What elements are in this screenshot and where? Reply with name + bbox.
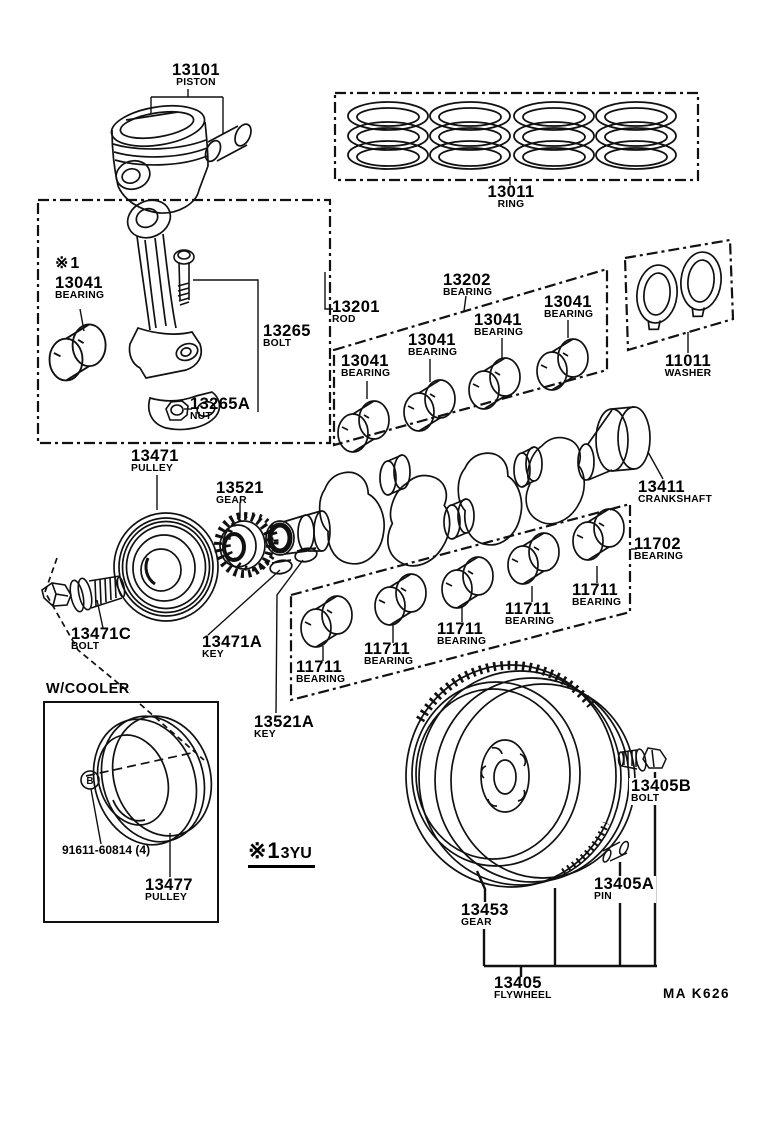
ring-gear-teeth [416, 660, 595, 723]
piston-drawing [110, 104, 209, 214]
label-piston: 13101 PISTON [172, 61, 220, 89]
label-pulley-bolt: 13471C BOLT [71, 625, 132, 653]
with-cooler-heading: W/COOLER [46, 681, 130, 697]
flywheel-drawing [405, 660, 636, 888]
flywheel-bolt-drawing [617, 747, 667, 772]
rod-bolt-drawing [173, 249, 195, 306]
main-bearing-set-box [289, 502, 632, 702]
circled-b-icon: B [86, 776, 93, 787]
variant-mark: ※1 [248, 838, 281, 863]
label-crankshaft-key: 13471A KEY [202, 633, 263, 661]
pulley-bolt-drawing [41, 575, 126, 613]
crankshaft-key-icon [269, 559, 293, 575]
cooler-pulley-drawing [92, 715, 213, 846]
label-flywheel-pin: 13405A PIN [592, 875, 657, 903]
crankshaft-pulley-drawing [113, 512, 219, 622]
ring-stacks-drawing [347, 101, 677, 170]
label-flywheel: 13405 FLYWHEEL [494, 974, 552, 1002]
woodruff-keys-drawing [269, 547, 318, 575]
label-rod-bearing-2: 13041 BEARING [408, 331, 458, 359]
label-crankshaft: 13411 CRANKSHAFT [638, 478, 712, 506]
gear-key-icon [294, 547, 318, 563]
rod-bearing-drawing [48, 323, 107, 382]
flywheel-hub [480, 739, 530, 813]
thrust-washers-drawing [632, 249, 725, 333]
label-main-bearing-3: 11711 BEARING [437, 620, 487, 648]
label-main-bearing-2: 11711 BEARING [364, 640, 414, 668]
label-main-bearing-set: 11702 BEARING [634, 535, 684, 563]
label-main-bearing-5: 11711 BEARING [572, 581, 622, 609]
label-gear: 13521 GEAR [216, 479, 264, 507]
label-ring: 13011 RING [487, 183, 535, 211]
crankshaft-drawing [265, 406, 651, 574]
label-rod-bearing-4: 13041 BEARING [544, 293, 594, 321]
label-gear-key: 13521A KEY [252, 713, 317, 741]
cooler-bolt-part-number: 91611-60814 (4) [62, 843, 151, 857]
label-rod-bearing-variant: ※1 13041 BEARING [55, 255, 105, 301]
label-rod-bolt: 13265 BOLT [263, 322, 311, 350]
label-rod-bearing-set: 13202 BEARING [443, 271, 493, 299]
flywheel-pin-drawing [602, 840, 630, 863]
leader-lines [79, 89, 689, 877]
rod-nut-drawing [165, 400, 189, 421]
label-rod-bearing-1: 13041 BEARING [341, 352, 391, 380]
label-rod-bearing-3: 13041 BEARING [474, 311, 524, 339]
label-ring-gear: 13453 GEAR [459, 901, 511, 929]
label-rod-nut: 13265A NUT [190, 395, 251, 423]
variant-engine-code: 3YU [280, 845, 312, 862]
page-code: MA K626 [663, 986, 731, 1001]
label-main-bearing-4: 11711 BEARING [505, 600, 555, 628]
piston-pin-drawing [204, 123, 252, 163]
cooler-variant-box [43, 701, 219, 923]
dashed-leader-lines [44, 557, 205, 777]
label-rod: 13201 ROD [332, 298, 380, 326]
label-flywheel-bolt: 13405B BOLT [629, 777, 694, 805]
cooler-bolt-symbol: B [80, 770, 100, 790]
label-pulley: 13471 PULLEY [131, 447, 179, 475]
rod-assembly-box [36, 198, 332, 445]
label-cooler-pulley: 13477 PULLEY [143, 876, 195, 904]
thrust-washer-box [623, 238, 735, 352]
label-main-bearing-1: 11711 BEARING [296, 658, 346, 686]
connecting-rod-drawing [126, 199, 221, 431]
timing-gear-drawing [214, 512, 279, 578]
label-thrust-washer: 11011 WASHER [664, 352, 712, 380]
ring-set-box [333, 91, 700, 182]
variant-footnote: ※13YU [248, 838, 315, 868]
